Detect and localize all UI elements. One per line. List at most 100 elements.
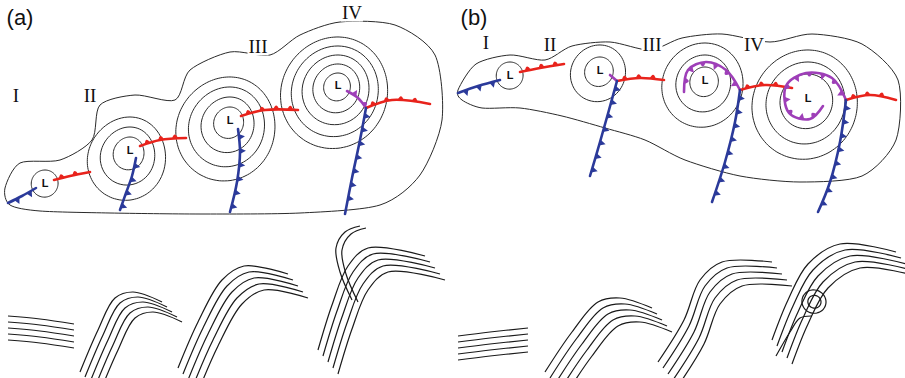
front-triangle <box>351 90 357 97</box>
front-triangle <box>727 150 734 156</box>
front-semicircle <box>145 140 151 145</box>
front-triangle <box>26 191 32 198</box>
outer-isobar <box>457 34 900 182</box>
front-semicircle <box>806 72 812 76</box>
front-triangle <box>838 146 844 152</box>
stage-number: I <box>12 86 20 105</box>
low-pressure-mark: L <box>227 115 234 126</box>
front-triangle <box>843 119 849 125</box>
front-triangle <box>476 85 482 92</box>
cold-front <box>8 188 36 203</box>
warm-front <box>241 109 298 116</box>
cold-front <box>818 100 846 212</box>
isotherm <box>333 265 440 368</box>
cold-front <box>712 90 740 202</box>
front-semicircle <box>864 91 870 95</box>
stage-number: II <box>83 86 98 105</box>
isobar <box>570 45 625 102</box>
front-semicircle <box>878 93 884 97</box>
front-triangle <box>237 176 243 182</box>
front-triangle <box>239 134 245 140</box>
isotherm <box>776 316 812 356</box>
front-triangle <box>798 113 804 119</box>
front-semicircle <box>398 96 404 100</box>
front-triangle <box>714 190 721 196</box>
front-semicircle <box>650 75 656 79</box>
front-triangle <box>841 133 847 139</box>
front-triangle <box>231 203 238 209</box>
isotherm <box>787 261 905 358</box>
isobar <box>113 137 144 170</box>
isobar <box>302 55 369 125</box>
isobar <box>585 57 614 86</box>
front-triangle <box>835 160 842 166</box>
low-pressure-mark: L <box>42 178 49 189</box>
low-pressure-mark: L <box>127 145 134 156</box>
front-triangle <box>353 168 359 174</box>
panel-letter: (b) <box>460 7 489 29</box>
isotherm <box>560 316 667 378</box>
front-triangle <box>607 113 614 119</box>
occ-front <box>610 75 617 81</box>
front-triangle <box>239 162 245 168</box>
front-triangle <box>821 200 828 206</box>
isotherm <box>338 271 445 374</box>
front-triangle <box>234 190 241 196</box>
occ-front <box>784 72 846 119</box>
isotherm-swirl <box>802 290 826 313</box>
front-triangle <box>350 182 356 188</box>
front-semicircle <box>622 76 628 80</box>
front-semicircle <box>636 74 642 78</box>
front-triangle <box>595 153 602 159</box>
front-triangle <box>14 197 19 204</box>
front-semicircle <box>759 82 765 86</box>
front-triangle <box>463 89 469 96</box>
front-semicircle <box>158 136 164 140</box>
warm-front <box>846 95 896 100</box>
front-triangle <box>784 97 790 103</box>
thermal-contours <box>8 226 905 378</box>
stage-number: IV <box>341 3 363 22</box>
front-semicircle <box>525 67 531 71</box>
isobar <box>752 50 857 159</box>
isobar <box>100 127 155 185</box>
front-triangle <box>614 86 621 92</box>
isobar <box>176 77 275 181</box>
stage-number: III <box>642 35 663 54</box>
front-triangle <box>591 167 598 173</box>
front-semicircle <box>259 107 265 111</box>
isobar <box>662 43 743 127</box>
cold-front <box>120 158 136 210</box>
isotherm <box>458 352 528 360</box>
front-semicircle <box>772 82 778 86</box>
outer-isobar <box>5 21 443 214</box>
front-triangle <box>731 81 738 87</box>
isobar <box>291 46 378 137</box>
front-triangle <box>121 203 128 209</box>
isotherm <box>8 340 74 348</box>
low-pressure-mark: L <box>597 65 604 76</box>
front-semicircle <box>700 62 706 66</box>
front-semicircle <box>684 78 688 84</box>
front-triangle <box>723 163 730 169</box>
front-triangle <box>347 195 353 201</box>
front-triangle <box>356 154 362 160</box>
front-triangle <box>603 126 610 132</box>
front-triangle <box>599 140 606 146</box>
warm-front <box>54 172 90 180</box>
front-triangle <box>610 99 617 105</box>
front-triangle <box>845 105 851 111</box>
isobars <box>5 21 901 214</box>
isotherm <box>565 322 672 378</box>
front-triangle <box>736 109 742 115</box>
isotherm-swirl <box>808 295 821 308</box>
cold-front <box>345 108 366 214</box>
front-semicircle <box>832 79 837 84</box>
front-triangle <box>364 113 370 119</box>
isobar <box>201 97 254 153</box>
front-semicircle <box>412 98 418 102</box>
isotherm <box>342 228 366 302</box>
occ-front <box>684 62 740 92</box>
isobar <box>324 73 351 101</box>
